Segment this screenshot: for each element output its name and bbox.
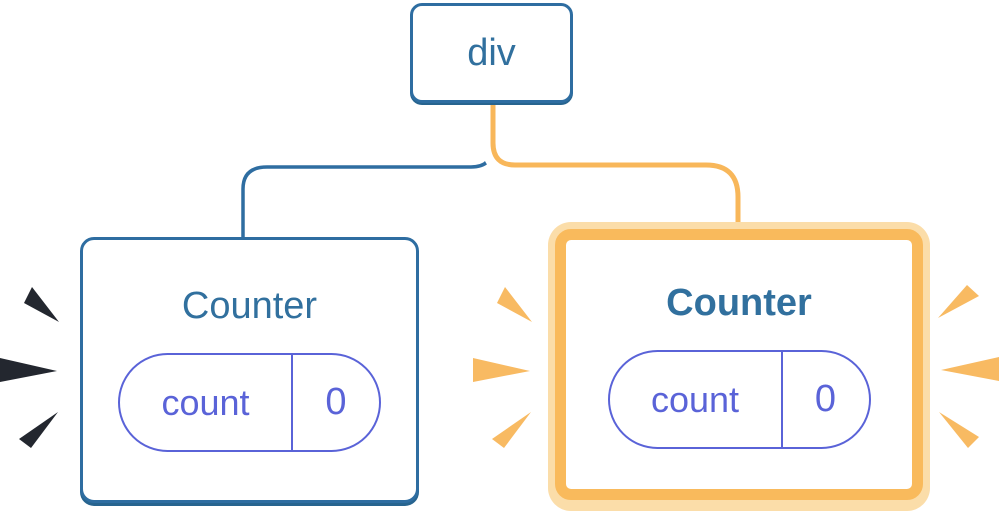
counter-card-left: Counter count 0	[80, 237, 419, 503]
spark-icon	[941, 357, 999, 381]
left-counter-title: Counter	[181, 285, 318, 327]
edge-div-to-left-counter	[241, 100, 495, 240]
left-state-value: 0	[325, 381, 347, 423]
right-counter-title: Counter	[666, 282, 812, 324]
spark-icon	[473, 358, 530, 382]
right-state-key: count	[610, 352, 783, 447]
spark-icon	[497, 287, 532, 322]
spark-burst-middle-icon	[473, 287, 532, 448]
right-state-pill: count 0	[607, 350, 871, 449]
spark-icon	[492, 412, 531, 448]
spark-burst-right-icon	[938, 285, 999, 448]
spark-burst-left-icon	[0, 287, 59, 448]
spark-icon	[938, 285, 979, 318]
root-node-label: div	[467, 31, 516, 74]
spark-icon	[19, 412, 58, 448]
edge-div-to-right-counter	[490, 102, 741, 232]
counter-card-right-highlighted: Counter count 0	[555, 229, 923, 500]
edge-highlight-casing	[481, 102, 750, 232]
spark-icon	[24, 287, 59, 322]
spark-icon	[939, 412, 979, 448]
root-node-div: div	[410, 3, 573, 103]
left-state-key: count	[120, 355, 293, 450]
spark-icon	[0, 358, 57, 382]
right-state-value: 0	[814, 378, 837, 420]
left-state-pill: count 0	[118, 353, 381, 452]
